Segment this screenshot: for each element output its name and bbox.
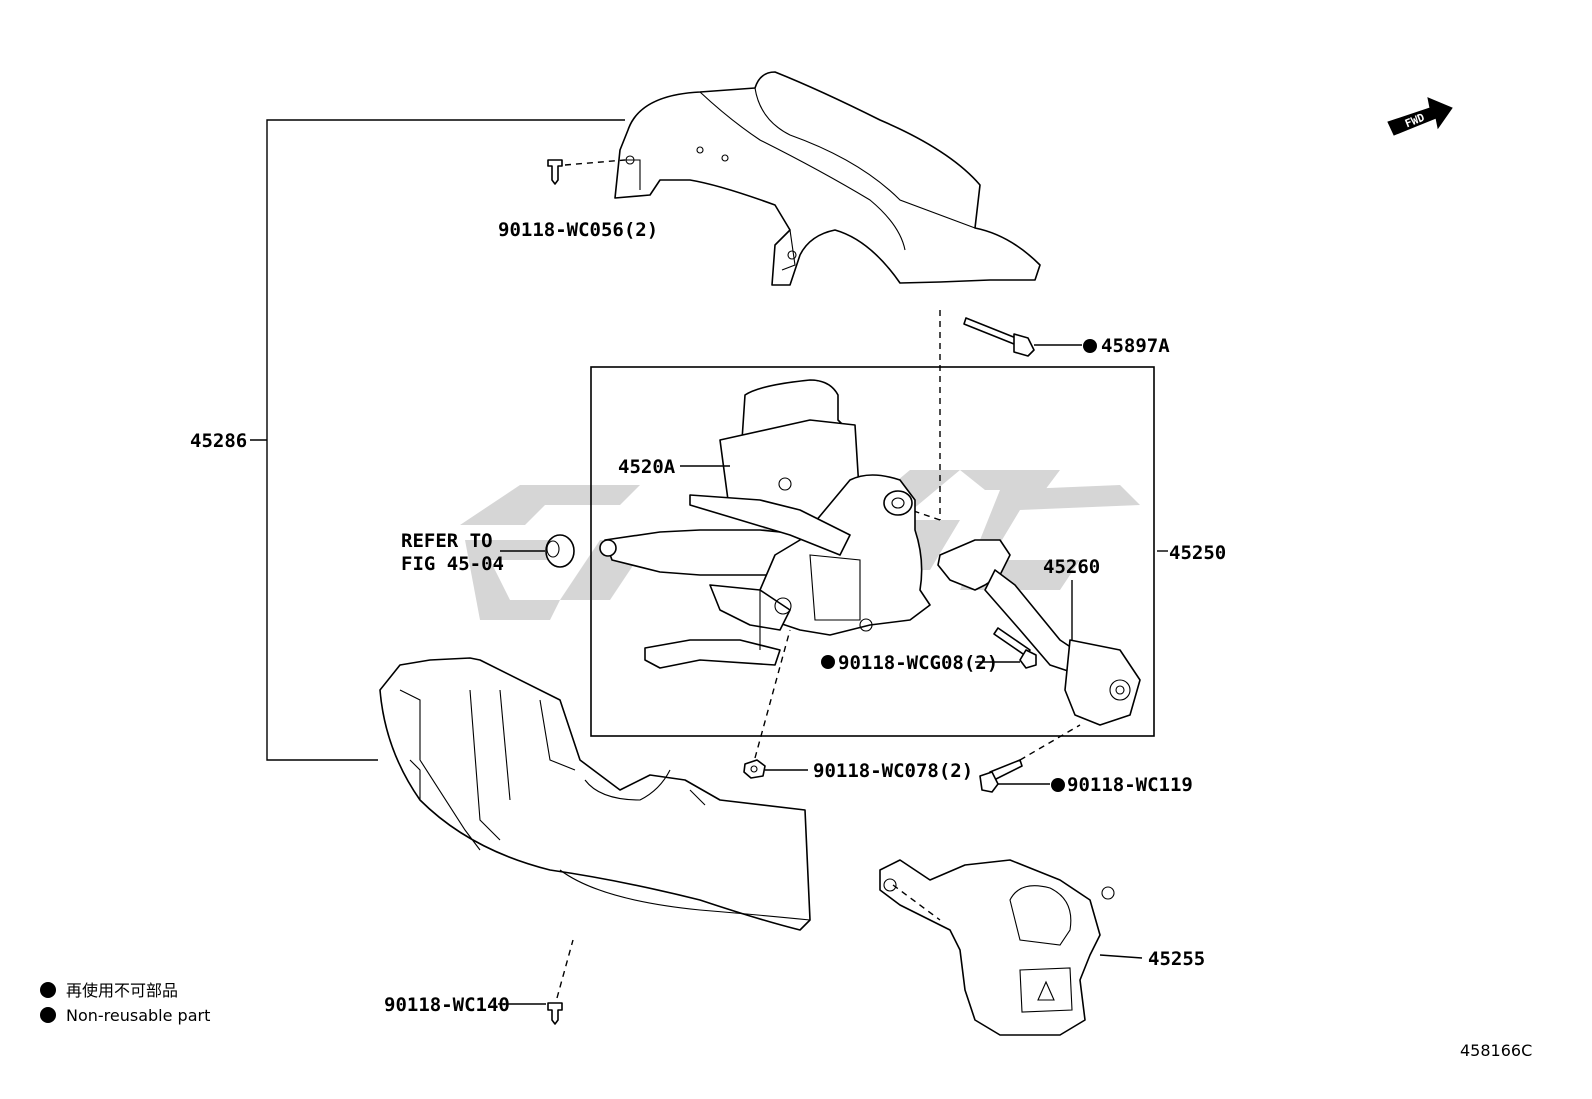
legend-dot	[40, 1007, 56, 1023]
leader-lines	[250, 119, 1168, 1005]
label-column-assy: 45250	[1169, 542, 1226, 564]
column-assy-frame	[590, 366, 1155, 737]
label-refer-1: REFER TO	[401, 530, 493, 552]
bolt-wc119-icon	[979, 724, 1081, 793]
steering-column	[599, 379, 931, 669]
lower-column-cover	[379, 657, 811, 931]
non-reusable-dot	[1083, 339, 1097, 353]
legend-japanese: 再使用不可部品	[66, 981, 178, 1000]
upper-column-cover	[614, 71, 1041, 286]
bolt-45897a-icon	[963, 317, 1035, 357]
bolt-wcg08-icon	[993, 627, 1037, 669]
label-column: 4520A	[618, 456, 676, 478]
label-nut: 90118-WC078(2)	[813, 760, 973, 782]
label-screw-lower: 90118-WC140	[384, 994, 510, 1016]
non-reusable-dot	[821, 655, 835, 669]
fwd-arrow-icon: FWD	[1387, 97, 1453, 136]
label-shaft: 45260	[1043, 556, 1100, 578]
collar-icon	[545, 534, 575, 568]
label-cover-assy: 45286	[190, 430, 247, 452]
legend-dot	[40, 982, 56, 998]
nut-wc078-icon	[743, 629, 791, 779]
screw-lower-icon	[547, 939, 574, 1025]
legend-english: Non-reusable part	[66, 1006, 210, 1025]
intermediate-shaft	[937, 539, 1141, 726]
label-protector: 45255	[1148, 948, 1205, 970]
label-bolt-mid: 90118-WCG08(2)	[838, 652, 998, 674]
protector-45255	[879, 859, 1115, 1036]
label-screw-upper: 90118-WC056(2)	[498, 219, 658, 241]
figure-id: 458166C	[1460, 1041, 1532, 1060]
label-bolt-low: 90118-WC119	[1067, 774, 1193, 796]
screw-upper-icon	[547, 159, 626, 185]
non-reusable-dot	[1051, 778, 1065, 792]
label-refer-2: FIG 45-04	[401, 553, 504, 575]
label-bolt-top: 45897A	[1101, 335, 1170, 357]
